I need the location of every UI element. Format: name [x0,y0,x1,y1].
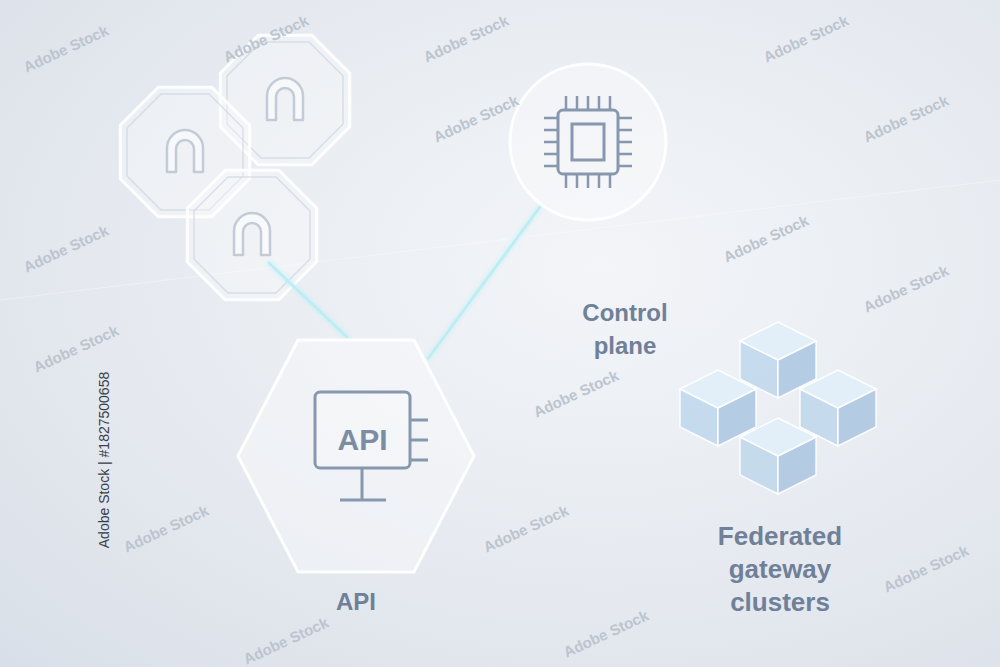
watermark: Adobe Stock [531,366,621,420]
node-label: API [236,586,476,618]
icon-label: API [315,420,410,460]
watermark: Adobe Stock [21,221,111,275]
watermark: Adobe Stock [881,541,971,595]
chip-pin [618,117,632,120]
port-pin [410,419,428,422]
watermark: Adobe Stock [121,501,211,555]
watermark: Adobe Stock [481,501,571,555]
chip-pin [609,96,612,110]
chip-pin [576,96,579,110]
chip-pin [565,174,568,188]
chip-pin [618,153,632,156]
chip-pin [544,141,558,144]
chip-pin [618,129,632,132]
chip-pin [587,96,590,110]
watermark: Adobe Stock [241,613,331,667]
cube-face [740,322,816,360]
node-shape [680,320,876,500]
chip-pin [544,153,558,156]
gateway-cluster-node: Federated gateway clusters [670,320,890,640]
watermark: Adobe Stock [761,11,851,65]
service-octagon [187,170,316,299]
connector [476,456,680,457]
watermark: Adobe Stock [431,91,521,145]
watermark: Adobe Stock [21,21,111,75]
monitor-stand [361,468,364,500]
chip-core [572,124,604,160]
node-label: Control plane [555,296,695,362]
watermark: Adobe Stock [561,606,651,660]
cube-face [800,370,876,408]
chip-body [558,110,618,174]
chip-pin [598,96,601,110]
chip-pin [565,96,568,110]
watermark: Adobe Stock [421,11,511,65]
api-node: API API [236,336,476,636]
port-pin [410,439,428,442]
node-hexagon [238,340,474,572]
node-label: Federated gateway clusters [695,520,865,619]
cube-face [740,418,816,456]
chip-pin [544,165,558,168]
watermark: Adobe Stock [31,321,121,375]
connector-line [476,455,680,458]
watermark: Adobe Stock [861,91,951,145]
watermark: Adobe Stock [721,211,811,265]
control-plane-node: Control plane [500,60,700,370]
watermark: Adobe Stock [861,261,951,315]
node-circle [510,64,666,220]
stock-id-label: Adobe Stock | #1827500658 [96,372,112,548]
leader-line [268,262,348,338]
cube-face [680,370,756,408]
chip-pin [544,129,558,132]
chip-pin [609,174,612,188]
chip-pin [598,174,601,188]
monitor-base [340,499,386,502]
port-pin [410,459,428,462]
chip-pin [544,117,558,120]
chip-pin [576,174,579,188]
monitor-screen [315,392,410,468]
node-shape [508,62,668,222]
chip-pin [587,174,590,188]
chip-pin [618,165,632,168]
connector-line [427,206,540,359]
connector [427,206,540,359]
chip-pin [618,141,632,144]
